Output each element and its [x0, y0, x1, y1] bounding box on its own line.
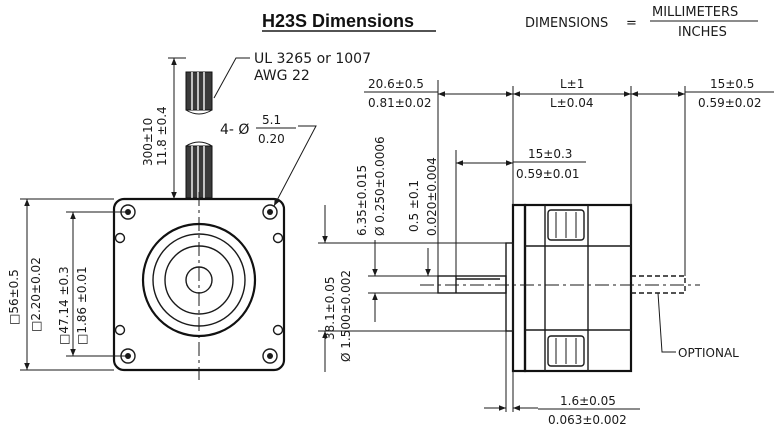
motor-body [523, 203, 633, 373]
page-title: H23S Dimensions [262, 11, 414, 31]
mount-hole-leader [273, 125, 317, 207]
wire-callout-leader [213, 57, 250, 99]
lead-length-mm: 300±10 [141, 118, 155, 166]
front-shaft [185, 266, 213, 294]
body-len-mm: L±1 [560, 77, 584, 91]
mount-hole-prefix: 4- Ø [220, 122, 249, 138]
pilot-dia-in: Ø 1.500±0.002 [339, 270, 353, 362]
wire-lead [185, 71, 213, 199]
flat-depth-in: 0.020±0.004 [425, 157, 439, 236]
motor-boss-ring [152, 233, 246, 327]
pilot-len-mm: 1.6±0.05 [560, 394, 616, 408]
motor-boss-outer [141, 222, 257, 338]
lead-length-in: 11.8 ±0.4 [155, 106, 169, 166]
optional-leader [657, 292, 676, 353]
wire-spec-line2: AWG 22 [254, 68, 310, 84]
rear-shaft-mm: 15±0.5 [710, 77, 754, 91]
square-outer-mm: □56±0.5 [7, 269, 21, 325]
shaft-dia-in: Ø 0.250±0.0006 [373, 136, 387, 236]
rear-shaft-in: 0.59±0.02 [698, 96, 762, 110]
shaft-dia-mm: 6.35±0.015 [355, 165, 369, 236]
front-view: UL 3265 or 1007 AWG 22 4- Ø 5.1 0.20 300… [7, 51, 371, 380]
square-outer-in: □2.20±0.02 [29, 257, 43, 332]
side-view: 20.6±0.5 0.81±0.02 L±1 L±0.04 15±0.5 0.5… [318, 77, 774, 427]
mount-hole-in: 0.20 [258, 132, 285, 146]
pilot-dia-mm: 38.1±0.05 [323, 277, 337, 341]
shaft-len-in: 0.81±0.02 [368, 96, 432, 110]
flat-len-in: 0.59±0.01 [516, 167, 580, 181]
units-legend-left: DIMENSIONS [525, 16, 608, 31]
units-legend-top: MILLIMETERS [652, 5, 738, 20]
body-len-in: L±0.04 [550, 96, 593, 110]
mount-hole-mm: 5.1 [262, 113, 281, 127]
body-bolt-icon [547, 209, 585, 367]
square-bolt-mm: □47.14 ±0.3 [57, 266, 71, 345]
screw-icon [114, 232, 284, 336]
units-legend-bottom: INCHES [678, 25, 727, 40]
pilot-len-in: 0.063±0.002 [548, 413, 627, 427]
motor-boss-inner [164, 245, 234, 315]
flat-len-mm: 15±0.3 [528, 147, 572, 161]
mounting-flange [511, 203, 527, 373]
shaft-len-mm: 20.6±0.5 [368, 77, 424, 91]
square-bolt-in: □1.86 ±0.01 [75, 266, 89, 345]
wire-spec-line1: UL 3265 or 1007 [254, 51, 371, 67]
optional-label: OPTIONAL [678, 346, 739, 360]
units-legend-eq: = [626, 16, 637, 31]
flat-depth-mm: 0.5 ±0.1 [407, 180, 421, 232]
